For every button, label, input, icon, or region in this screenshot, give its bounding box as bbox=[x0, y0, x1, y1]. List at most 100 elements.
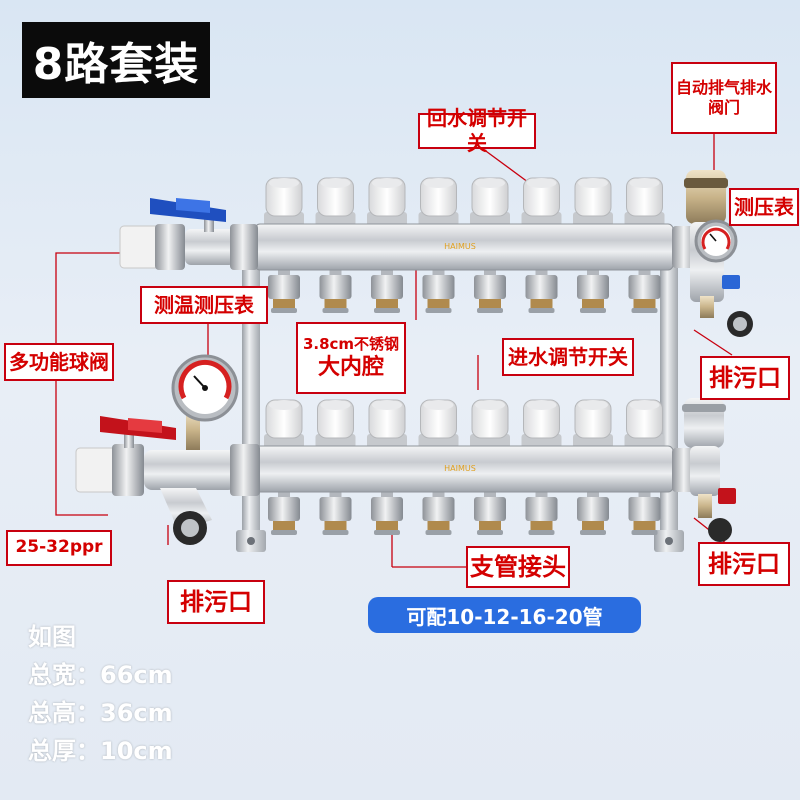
return-branch-fitting-nut bbox=[422, 275, 455, 299]
brand-mark-top: HAIMUS bbox=[444, 242, 476, 251]
supply-branch-fitting-brass bbox=[427, 521, 450, 531]
supply-branch-fitting-nut bbox=[628, 497, 661, 521]
return-branch-fitting-nut bbox=[577, 275, 609, 299]
spec-height: 总高：36cm bbox=[28, 699, 173, 727]
pipe-compat-badge: 可配10-12-16-20管 bbox=[368, 597, 641, 633]
right-top-assembly bbox=[672, 170, 753, 337]
return-valve-cap-top bbox=[578, 178, 608, 188]
dimension-specs: 如图 总宽：66cm 总高：36cm 总厚：10cm bbox=[28, 618, 173, 770]
outlet-group bbox=[264, 177, 665, 535]
branch-fitting-label: 支管接头 bbox=[466, 546, 570, 588]
supply-branch-fitting-brass bbox=[582, 521, 604, 531]
temp-pressure-gauge bbox=[171, 354, 239, 422]
top-ball-valve bbox=[119, 198, 258, 270]
return-branch-fitting-brass bbox=[324, 299, 347, 309]
return-fitting-neck bbox=[484, 268, 496, 276]
return-fitting-neck bbox=[381, 268, 393, 276]
return-branch-fitting-brass bbox=[633, 299, 656, 309]
supply-fitting-neck bbox=[278, 490, 290, 498]
return-branch-fitting-nut bbox=[474, 275, 506, 299]
title-badge: 8路套装 bbox=[22, 22, 210, 98]
return-branch-fitting-end bbox=[580, 308, 606, 313]
supply-branch-fitting-nut bbox=[474, 497, 506, 521]
supply-fitting-neck bbox=[535, 490, 548, 498]
supply-branch-fitting-end bbox=[322, 530, 349, 535]
return-fitting-neck bbox=[432, 268, 445, 276]
auto-vent-label-line1: 自动排气排水 bbox=[675, 78, 772, 97]
return-manifold-bar: HAIMUS bbox=[254, 223, 674, 271]
supply-valve-cap-top bbox=[578, 400, 608, 410]
material-label-line2: 大内腔 bbox=[317, 354, 384, 380]
return-branch-fitting-brass bbox=[376, 299, 398, 309]
return-branch-fitting-brass bbox=[530, 299, 553, 309]
return-branch-fitting-end bbox=[271, 308, 297, 313]
supply-valve-label: 进水调节开关 bbox=[502, 338, 634, 376]
return-branch-fitting-nut bbox=[371, 275, 403, 299]
supply-valve-cap-top bbox=[475, 400, 505, 410]
pipe-size-label: 25-32ppr bbox=[6, 530, 112, 566]
return-branch-fitting-nut bbox=[525, 275, 558, 299]
mounting-brackets bbox=[236, 240, 684, 552]
supply-fitting-neck bbox=[484, 490, 496, 498]
drain-label-right-bottom: 排污口 bbox=[698, 542, 790, 586]
supply-branch-fitting-end bbox=[580, 530, 606, 535]
supply-valve-cap-top bbox=[423, 400, 454, 410]
supply-fitting-neck bbox=[432, 490, 445, 498]
supply-fitting-neck bbox=[329, 490, 342, 498]
auto-vent-label-line2: 阀门 bbox=[707, 98, 740, 117]
supply-branch-fitting-nut bbox=[525, 497, 558, 521]
return-valve-cap-top bbox=[269, 178, 299, 188]
spec-width: 总宽：66cm bbox=[28, 661, 173, 689]
return-branch-fitting-brass bbox=[582, 299, 604, 309]
supply-branch-fitting-end bbox=[271, 530, 297, 535]
return-branch-fitting-nut bbox=[319, 275, 352, 299]
material-label: 3.8cm不锈钢 大内腔 bbox=[296, 322, 406, 394]
supply-branch-fitting-brass bbox=[376, 521, 398, 531]
supply-valve-cap-top bbox=[269, 400, 299, 410]
return-fitting-neck bbox=[535, 268, 548, 276]
specs-heading: 如图 bbox=[28, 623, 76, 651]
bottom-multi-valve bbox=[75, 410, 260, 545]
supply-branch-fitting-nut bbox=[268, 497, 300, 521]
return-branch-fitting-nut bbox=[268, 275, 300, 299]
return-branch-fitting-end bbox=[425, 308, 452, 313]
supply-branch-fitting-brass bbox=[324, 521, 347, 531]
return-valve-cap-top bbox=[423, 178, 454, 188]
return-branch-fitting-brass bbox=[273, 299, 295, 309]
return-valve-cap-top bbox=[526, 178, 557, 188]
supply-branch-fitting-nut bbox=[371, 497, 403, 521]
supply-branch-fitting-end bbox=[528, 530, 555, 535]
supply-valve-cap-top bbox=[629, 400, 660, 410]
return-branch-fitting-brass bbox=[427, 299, 450, 309]
supply-branch-fitting-brass bbox=[633, 521, 656, 531]
return-valve-cap-top bbox=[372, 178, 402, 188]
supply-fitting-neck bbox=[587, 490, 599, 498]
spec-thickness: 总厚：10cm bbox=[28, 737, 173, 765]
return-valve-cap-top bbox=[629, 178, 660, 188]
supply-branch-fitting-brass bbox=[530, 521, 553, 531]
supply-branch-fitting-end bbox=[425, 530, 452, 535]
return-branch-fitting-end bbox=[374, 308, 400, 313]
supply-branch-fitting-end bbox=[477, 530, 503, 535]
supply-manifold-bar: HAIMUS bbox=[254, 445, 674, 493]
right-bottom-assembly bbox=[672, 398, 736, 542]
drain-label-left: 排污口 bbox=[167, 580, 265, 624]
return-branch-fitting-end bbox=[528, 308, 555, 313]
return-branch-fitting-end bbox=[631, 308, 658, 313]
material-label-line1: 3.8cm不锈钢 bbox=[302, 334, 400, 353]
supply-branch-fitting-nut bbox=[577, 497, 609, 521]
supply-branch-fitting-nut bbox=[319, 497, 352, 521]
supply-valve-cap-top bbox=[526, 400, 557, 410]
return-valve-label: 回水调节开关 bbox=[418, 106, 536, 155]
brand-mark-bottom: HAIMUS bbox=[444, 464, 476, 473]
return-fitting-neck bbox=[329, 268, 342, 276]
return-fitting-neck bbox=[587, 268, 599, 276]
return-valve-cap-top bbox=[320, 178, 351, 188]
return-branch-fitting-end bbox=[477, 308, 503, 313]
supply-valve-cap-top bbox=[320, 400, 351, 410]
supply-valve-cap-top bbox=[372, 400, 402, 410]
return-branch-fitting-brass bbox=[479, 299, 501, 309]
return-branch-fitting-nut bbox=[628, 275, 661, 299]
pressure-gauge-label: 测压表 bbox=[729, 188, 799, 226]
